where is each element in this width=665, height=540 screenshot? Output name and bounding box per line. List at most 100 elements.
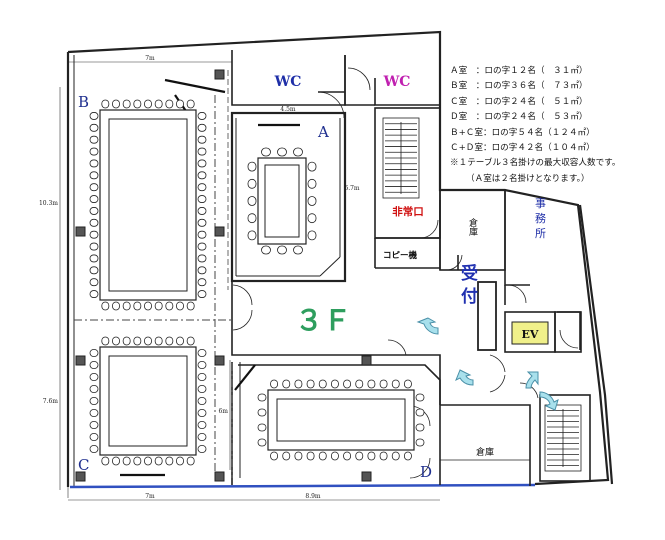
storage-lower-label: 倉庫: [476, 446, 494, 458]
chair: [89, 409, 99, 417]
chair: [294, 379, 303, 389]
chair: [112, 336, 120, 346]
room-b-label: B: [78, 93, 89, 111]
chair: [89, 112, 99, 120]
chair: [307, 230, 317, 241]
dim-room-a-width: 4.5m: [280, 106, 296, 113]
chair: [379, 379, 388, 389]
stairs-lower: [544, 404, 582, 472]
chair: [197, 361, 207, 369]
chair: [197, 147, 207, 156]
chair: [318, 379, 327, 389]
chair: [186, 301, 195, 311]
door-swings: [232, 67, 579, 479]
arrow-up-right-icon: [525, 371, 539, 389]
chair: [293, 147, 303, 157]
chair: [89, 349, 99, 357]
table-inner: [108, 355, 188, 447]
chair: [144, 336, 152, 346]
chair: [379, 451, 388, 461]
chair: [186, 456, 195, 466]
chair: [355, 379, 364, 389]
chair: [247, 196, 257, 206]
chair: [197, 278, 207, 287]
chair: [89, 290, 99, 298]
chair: [197, 195, 207, 203]
chair: [133, 336, 142, 346]
dim-room-d-height: 6m: [218, 408, 228, 415]
arrow-up-left-icon: [455, 369, 474, 386]
chair: [89, 183, 99, 192]
chair: [89, 361, 99, 369]
dim-bottom-left-width: 7m: [145, 493, 155, 500]
chair: [367, 379, 376, 389]
chair: [154, 336, 163, 346]
chair: [277, 147, 287, 157]
chair: [197, 135, 207, 144]
table-inner: [276, 398, 406, 442]
legend-note-2: （Ａ室は２名掛けとなります。）: [466, 173, 590, 184]
chair: [415, 408, 425, 417]
chair: [257, 393, 267, 402]
capacity-legend: Ａ室 ：ロの字１２名（ ３１㎡） Ｂ室 ：ロの字３６名（ ７３㎡） Ｃ室 ：ロの…: [450, 64, 660, 187]
chair: [89, 195, 99, 203]
chair: [197, 373, 207, 381]
chair: [197, 421, 207, 429]
chair: [89, 159, 99, 168]
chair: [261, 147, 271, 157]
chair: [197, 445, 207, 453]
chair: [101, 456, 110, 466]
room-a-label: A: [317, 123, 329, 141]
chair: [391, 451, 400, 461]
chair: [101, 301, 110, 311]
chair: [165, 456, 174, 466]
chair: [89, 397, 99, 405]
chair: [133, 99, 142, 109]
storage-upper-label: 倉庫: [467, 217, 478, 237]
chair: [89, 147, 99, 156]
chair: [307, 178, 317, 189]
chair: [197, 397, 207, 405]
chair: [89, 207, 99, 215]
chair: [176, 99, 184, 109]
dim-bottom-right-width: 8.9m: [305, 493, 321, 500]
chair: [282, 379, 291, 389]
chair: [89, 135, 99, 144]
chair: [89, 242, 99, 251]
chair: [89, 433, 99, 441]
bottom-outline: [69, 483, 536, 489]
chair: [197, 409, 207, 417]
reception-label: 受付: [457, 263, 478, 310]
chair: [154, 301, 163, 311]
arrow-up-left-icon: [416, 317, 439, 335]
chair: [270, 451, 278, 461]
chair: [197, 290, 207, 298]
chair: [122, 99, 131, 109]
chair: [197, 254, 207, 263]
chair: [89, 421, 99, 429]
legend-row-b: Ｂ室 ：ロの字３６名（ ７３㎡）: [450, 81, 588, 92]
chair: [89, 445, 99, 453]
chair: [355, 451, 364, 461]
chair: [415, 438, 425, 447]
chair: [197, 123, 207, 132]
chair: [318, 451, 327, 461]
chair: [112, 456, 120, 466]
chair: [122, 336, 131, 346]
room-a-tables: [247, 147, 317, 255]
chair: [176, 301, 184, 311]
chair: [186, 99, 195, 109]
office-label: 事務所: [534, 197, 547, 242]
room-c-tables: [89, 336, 207, 466]
elevator-label: EV: [522, 328, 539, 341]
chair: [197, 112, 207, 120]
chair: [343, 379, 351, 389]
room-d-tables: [257, 379, 425, 461]
chair: [197, 183, 207, 192]
legend-row-d: Ｄ室 ：ロの字２４名（ ５３㎡）: [450, 112, 588, 123]
chair: [89, 123, 99, 132]
emergency-exit-label: 非常口: [392, 205, 424, 218]
table-inner: [108, 118, 188, 292]
elevator-box: [511, 321, 549, 345]
